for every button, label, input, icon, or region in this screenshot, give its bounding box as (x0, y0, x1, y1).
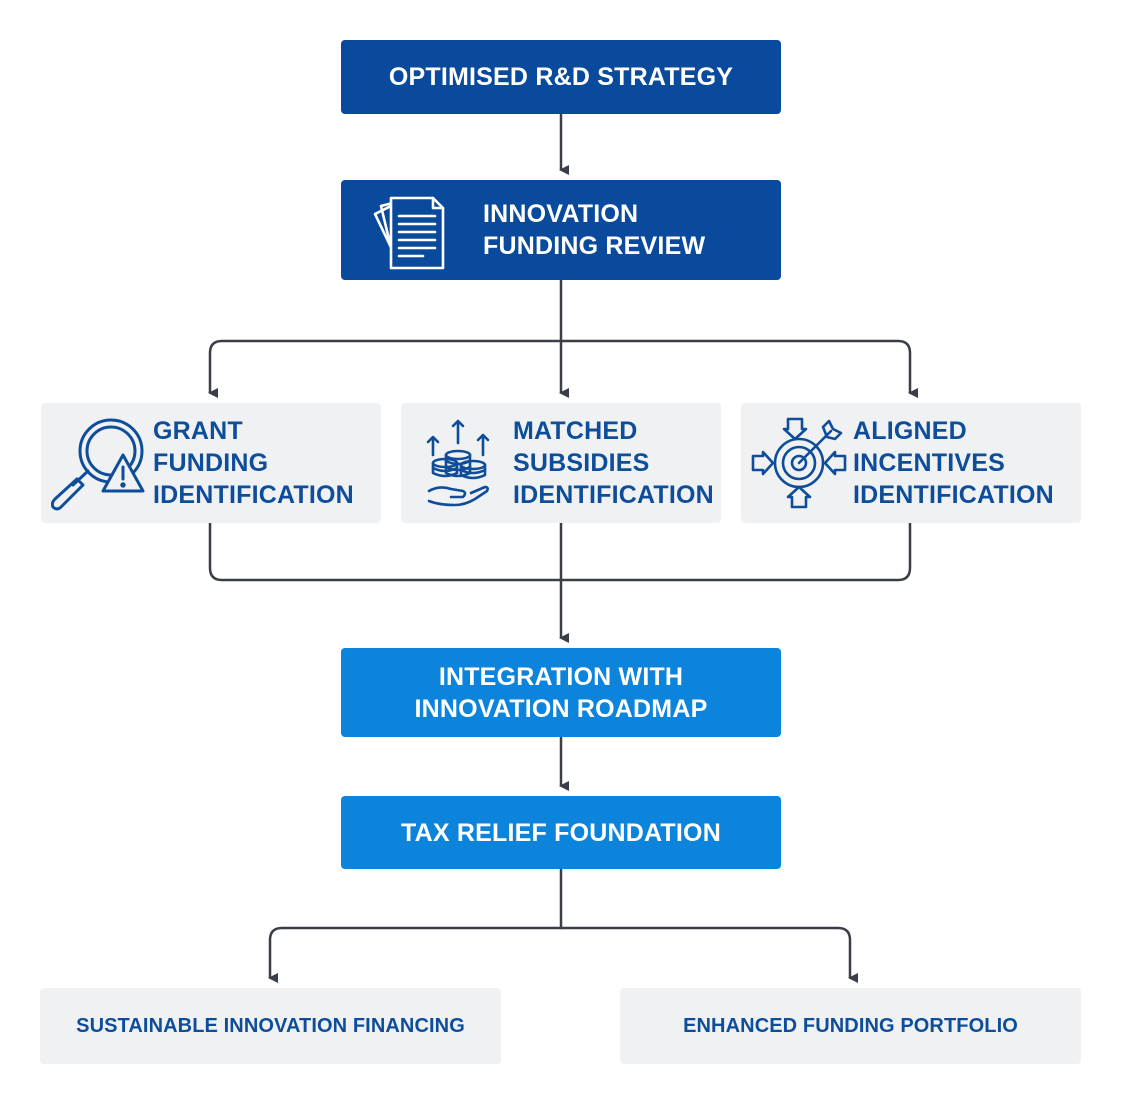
enhanced-portfolio-box: ENHANCED FUNDING PORTFOLIO (620, 988, 1081, 1064)
integration-roadmap-box: INTEGRATION WITH INNOVATION ROADMAP (341, 648, 781, 737)
enhanced-portfolio-label: ENHANCED FUNDING PORTFOLIO (683, 1014, 1018, 1037)
sustainable-financing-label: SUSTAINABLE INNOVATION FINANCING (76, 1014, 465, 1037)
merge-left (208, 523, 561, 582)
grant-label-line2: FUNDING (153, 449, 269, 477)
innovation-funding-review-box: INNOVATION FUNDING REVIEW (341, 180, 781, 280)
optimised-strategy-box: OPTIMISED R&D STRATEGY (341, 40, 781, 114)
subsidies-label-line3: IDENTIFICATION (513, 481, 714, 509)
optimised-strategy-label: OPTIMISED R&D STRATEGY (388, 63, 734, 91)
documents-icon (369, 192, 453, 270)
merge-right (561, 523, 912, 582)
split-tax-left (268, 869, 563, 983)
coins-hand-icon (425, 415, 491, 511)
matched-subsidies-box: MATCHED SUBSIDIES IDENTIFICATION (401, 403, 721, 523)
subsidies-label-line1: MATCHED (513, 417, 638, 445)
grant-funding-box: GRANT FUNDING IDENTIFICATION (41, 403, 381, 523)
split-review-right (561, 339, 918, 398)
aligned-incentives-box: ALIGNED INCENTIVES IDENTIFICATION (741, 403, 1081, 523)
split-tax-right (561, 926, 858, 983)
incentives-label-line3: IDENTIFICATION (853, 481, 1054, 509)
integration-label-line2: INNOVATION ROADMAP (414, 694, 708, 723)
target-arrows-icon (751, 415, 847, 511)
tax-relief-label: TAX RELIEF FOUNDATION (401, 818, 721, 847)
incentives-label-line2: INCENTIVES (853, 449, 1006, 477)
integration-label-line1: INTEGRATION WITH (438, 662, 684, 691)
review-label-line1: INNOVATION (483, 200, 639, 228)
review-label-line2: FUNDING REVIEW (483, 232, 706, 260)
tax-relief-box: TAX RELIEF FOUNDATION (341, 796, 781, 869)
incentives-label-line1: ALIGNED (853, 417, 967, 445)
grant-label-line3: IDENTIFICATION (153, 481, 354, 509)
subsidies-label-line2: SUBSIDIES (513, 449, 650, 477)
grant-label-line1: GRANT (153, 417, 243, 445)
magnifier-warning-icon (51, 417, 147, 513)
sustainable-financing-box: SUSTAINABLE INNOVATION FINANCING (40, 988, 501, 1064)
split-review-left (208, 280, 563, 398)
